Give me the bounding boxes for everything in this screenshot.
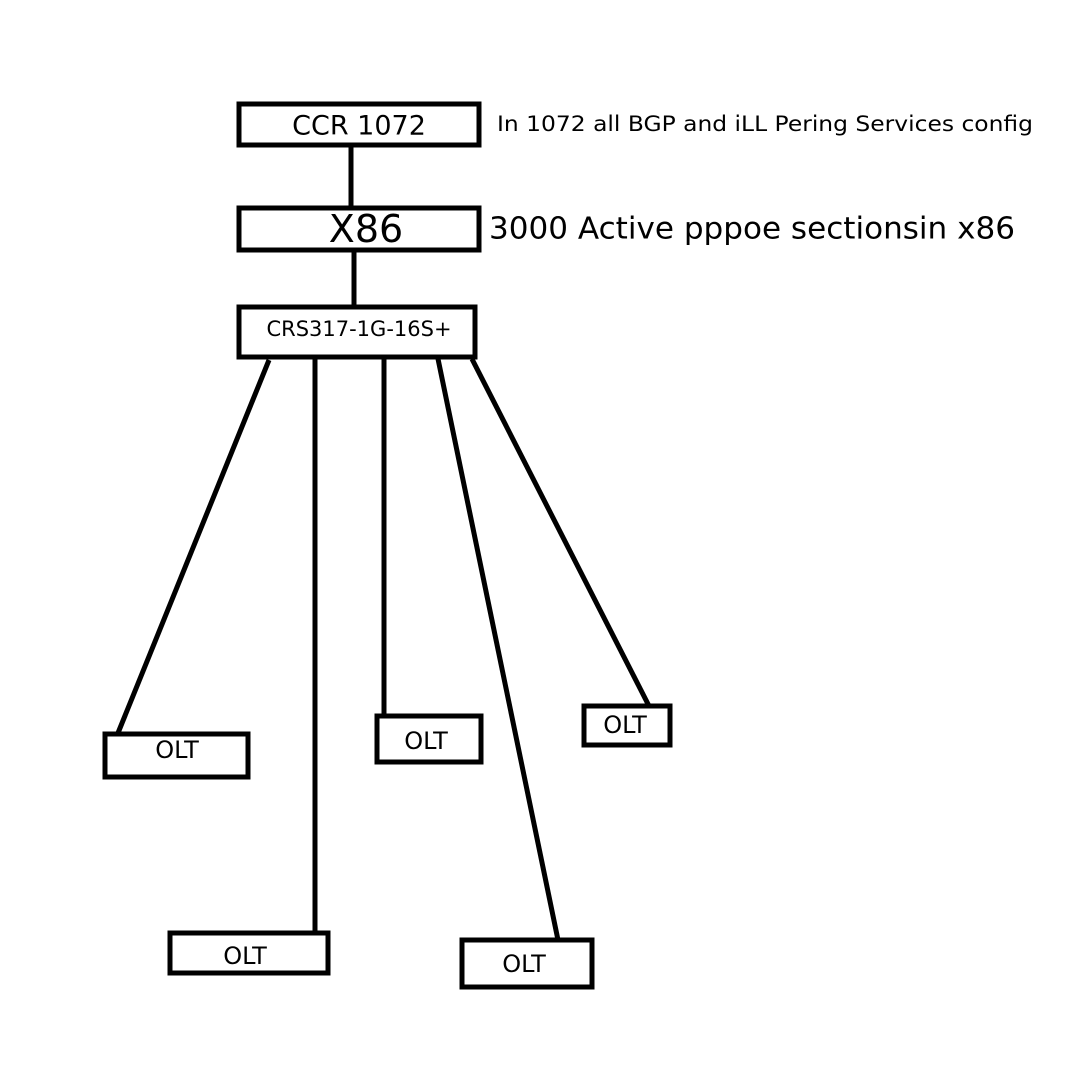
ccr-note: In 1072 all BGP and iLL Pering Services …	[497, 112, 1033, 136]
link-crs-olt-4	[434, 353, 561, 941]
node-olt-1-label: OLT	[155, 736, 199, 764]
node-olt-5-box	[581, 703, 673, 748]
node-x86: X86	[236, 205, 482, 253]
node-crs-box	[236, 304, 478, 360]
node-olt-1: OLT	[102, 731, 251, 780]
node-ccr-1072: CCR 1072	[236, 101, 482, 148]
node-olt-4-box	[459, 937, 595, 990]
x86-note: 3000 Active pppoe sectionsin x86	[489, 212, 1015, 247]
link-crs-olt-1	[115, 359, 272, 734]
node-olt-2: OLT	[167, 930, 331, 976]
node-olt-4: OLT	[459, 937, 595, 990]
node-x86-box	[236, 205, 482, 253]
node-olt-4-label: OLT	[502, 950, 546, 978]
node-olt-2-label: OLT	[223, 942, 267, 970]
link-crs-olt-5	[469, 357, 652, 708]
node-olt-3-label: OLT	[404, 727, 448, 755]
node-olt-3-box	[374, 713, 484, 765]
node-olt-5-label: OLT	[603, 711, 647, 739]
node-olt-2-box	[167, 930, 331, 976]
node-olt-1-box	[102, 731, 251, 780]
node-ccr-box	[236, 101, 482, 148]
node-olt-3: OLT	[374, 713, 484, 765]
node-x86-label: X86	[329, 207, 403, 251]
node-ccr-label: CCR 1072	[292, 111, 426, 142]
node-crs317: CRS317-1G-16S+	[236, 304, 478, 360]
node-crs-label: CRS317-1G-16S+	[266, 317, 451, 341]
node-olt-5: OLT	[581, 703, 673, 748]
